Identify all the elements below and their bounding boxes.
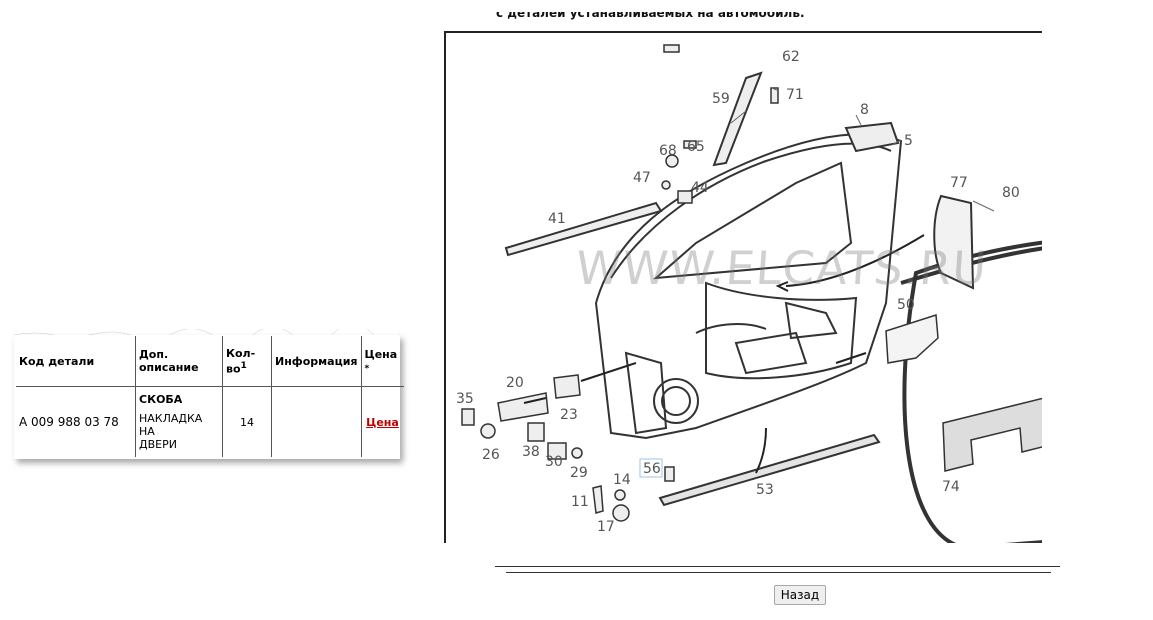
callout-53: 53	[756, 482, 774, 498]
sill-strip-drawing	[658, 433, 881, 507]
callout-32: 32	[1041, 245, 1042, 261]
header-code-label: Код детали	[19, 354, 95, 368]
small-parts	[461, 44, 779, 522]
header-price-label: Цена	[364, 348, 398, 361]
cell-part-code: A 009 988 03 78	[16, 386, 136, 457]
callout-71: 71	[786, 87, 804, 103]
callout-labels: 62 71 59 8 5 65 68 47 44 41 77 80 32 50 …	[456, 49, 1042, 535]
callout-35: 35	[456, 391, 474, 407]
callout-59: 59	[712, 91, 730, 107]
trim-drawing	[885, 313, 939, 364]
header-info: Информация	[271, 336, 362, 387]
door-parts-illustration: 62 71 59 8 5 65 68 47 44 41 77 80 32 50 …	[456, 44, 1042, 543]
callout-38: 38	[522, 444, 540, 460]
sound-pad-drawing	[942, 397, 1042, 472]
highlight-box-56	[639, 458, 663, 478]
header-desc-line1: Доп.	[139, 348, 169, 361]
callout-44: 44	[691, 180, 709, 196]
callout-26: 26	[482, 447, 500, 463]
leader-lines	[730, 87, 995, 212]
parts-diagram: 62 71 59 8 5 65 68 47 44 41 77 80 32 50 …	[444, 31, 1042, 543]
price-link[interactable]: Цена	[366, 415, 399, 429]
header-desc: Доп. описание	[135, 336, 223, 387]
cell-price: Цена	[361, 387, 404, 458]
header-info-label: Информация	[275, 354, 358, 368]
callout-11: 11	[571, 494, 589, 510]
header-qty-footnote: 1	[240, 359, 247, 371]
callout-41: 41	[548, 211, 566, 227]
callout-74: 74	[942, 479, 960, 495]
callout-14: 14	[613, 472, 631, 488]
part-name: СКОБА	[139, 393, 183, 406]
part-quantity: 14	[240, 415, 254, 429]
header-price: Цена *	[361, 336, 404, 387]
divider-line	[495, 566, 1060, 567]
table-row: A 009 988 03 78 СКОБА НАКЛАДКА НА ДВЕРИ …	[16, 386, 404, 458]
cell-quantity: 14	[222, 386, 272, 457]
callout-23: 23	[560, 407, 578, 423]
page-note: с деталей устанавливаемых на автомобиль.	[496, 6, 805, 20]
part-desc-line1: НАКЛАДКА НА	[139, 412, 203, 438]
header-qty-line1: Кол-	[226, 346, 256, 360]
cell-description: СКОБА НАКЛАДКА НА ДВЕРИ	[135, 386, 223, 457]
part-code: A 009 988 03 78	[19, 415, 119, 429]
header-code: Код детали	[16, 336, 136, 387]
callout-8: 8	[860, 102, 869, 118]
callout-80: 80	[1002, 185, 1020, 201]
callout-20: 20	[506, 375, 524, 391]
callout-47: 47	[633, 170, 651, 186]
divider-line	[506, 572, 1051, 573]
cell-info	[271, 386, 362, 457]
callout-30: 30	[545, 454, 563, 470]
header-qty: Кол- во1	[222, 336, 272, 387]
callout-29: 29	[570, 465, 588, 481]
callout-56: 56	[643, 461, 661, 477]
callout-68: 68	[659, 143, 677, 159]
door-seal-drawing	[900, 246, 1042, 285]
callout-50: 50	[897, 297, 915, 313]
arrows	[523, 234, 925, 474]
table-header-row: Код детали Доп. описание Кол- во1 Информ…	[16, 336, 404, 387]
callout-62: 62	[782, 49, 800, 65]
mirror-cover-drawing	[933, 194, 975, 290]
part-desc-line2: ДВЕРИ	[139, 438, 177, 451]
header-qty-line2: во	[226, 362, 241, 376]
callout-5: 5	[904, 133, 913, 149]
window-strips	[504, 71, 900, 257]
callout-65: 65	[687, 139, 705, 155]
callout-77: 77	[950, 175, 968, 191]
callout-17: 17	[597, 519, 615, 535]
header-price-footnote: *	[364, 364, 370, 374]
parts-table: Код детали Доп. описание Кол- во1 Информ…	[16, 336, 404, 457]
back-button[interactable]: Назад	[774, 585, 826, 605]
header-desc-line2: описание	[139, 361, 199, 374]
